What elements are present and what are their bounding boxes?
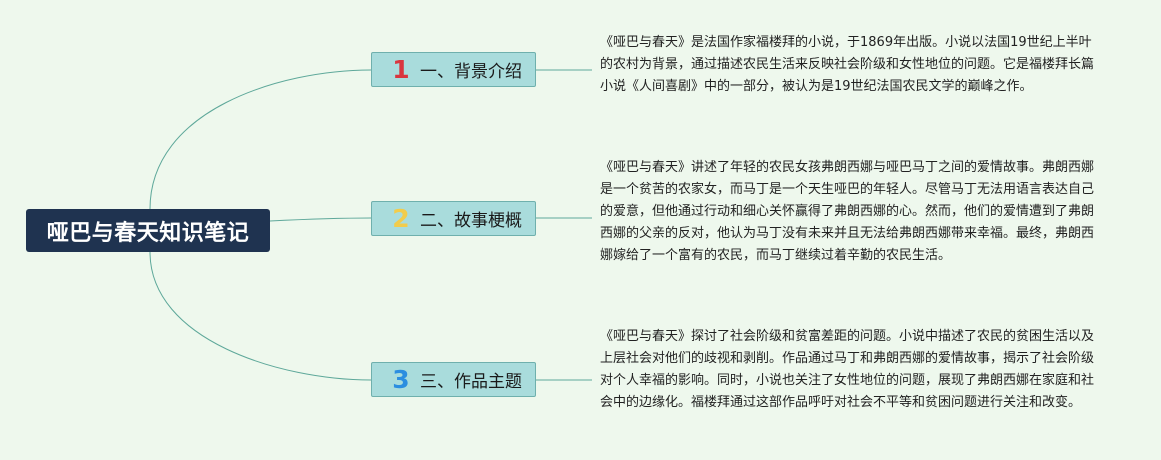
- branch-number-1: 1: [392, 55, 410, 84]
- description-synopsis[interactable]: 《哑巴与春天》讲述了年轻的农民女孩弗朗西娜与哑巴马丁之间的爱情故事。弗朗西娜是一…: [600, 160, 1095, 263]
- root-topic[interactable]: 哑巴与春天知识笔记: [26, 209, 270, 252]
- connector-root-branch-1: [149, 69, 372, 210]
- branch-topic-theme[interactable]: 3 三、作品主题: [371, 362, 536, 397]
- branch-label-2: 二、故事梗概: [420, 211, 522, 231]
- description-theme[interactable]: 《哑巴与春天》探讨了社会阶级和贫富差距的问题。小说中描述了农民的贫困生活以及上层…: [600, 329, 1095, 410]
- root-topic-title: 哑巴与春天知识笔记: [46, 220, 250, 246]
- branch-topic-synopsis[interactable]: 2 二、故事梗概: [371, 201, 536, 236]
- connector-root-branch-3: [149, 251, 372, 381]
- branch-number-3: 3: [392, 365, 410, 394]
- branch-label-1: 一、背景介绍: [420, 62, 522, 82]
- branch-topic-background[interactable]: 1 一、背景介绍: [371, 52, 536, 87]
- description-background[interactable]: 《哑巴与春天》是法国作家福楼拜的小说，于1869年出版。小说以法国19世纪上半叶…: [600, 35, 1095, 94]
- branch-number-2: 2: [392, 204, 410, 233]
- branch-label-3: 三、作品主题: [420, 372, 522, 392]
- connector-root-branch-2: [269, 217, 372, 222]
